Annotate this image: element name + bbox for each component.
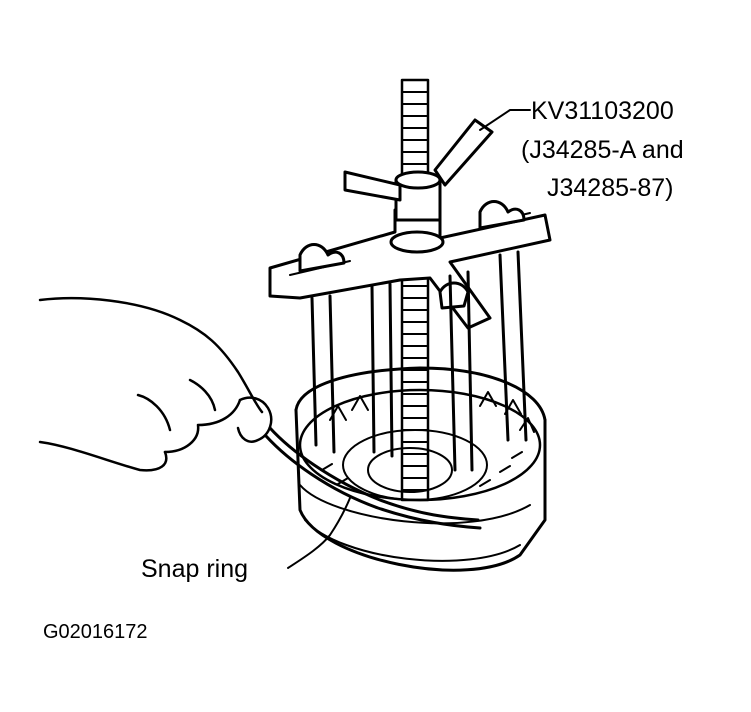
hand bbox=[38, 296, 273, 472]
tool-alt-part-label-line2: J34285-87) bbox=[547, 174, 674, 202]
tool-part-number-label: KV31103200 bbox=[531, 97, 674, 125]
figure-id: G02016172 bbox=[43, 621, 148, 643]
snap-ring bbox=[264, 426, 482, 530]
puller-legs bbox=[310, 250, 528, 472]
snap-ring-leader bbox=[287, 497, 351, 569]
tool-leader bbox=[479, 109, 531, 131]
tool-alt-part-label-line1: (J34285-A and bbox=[521, 136, 684, 164]
center-screw bbox=[400, 78, 430, 502]
snap-ring-label: Snap ring bbox=[141, 555, 249, 583]
puller-frame bbox=[268, 118, 552, 330]
